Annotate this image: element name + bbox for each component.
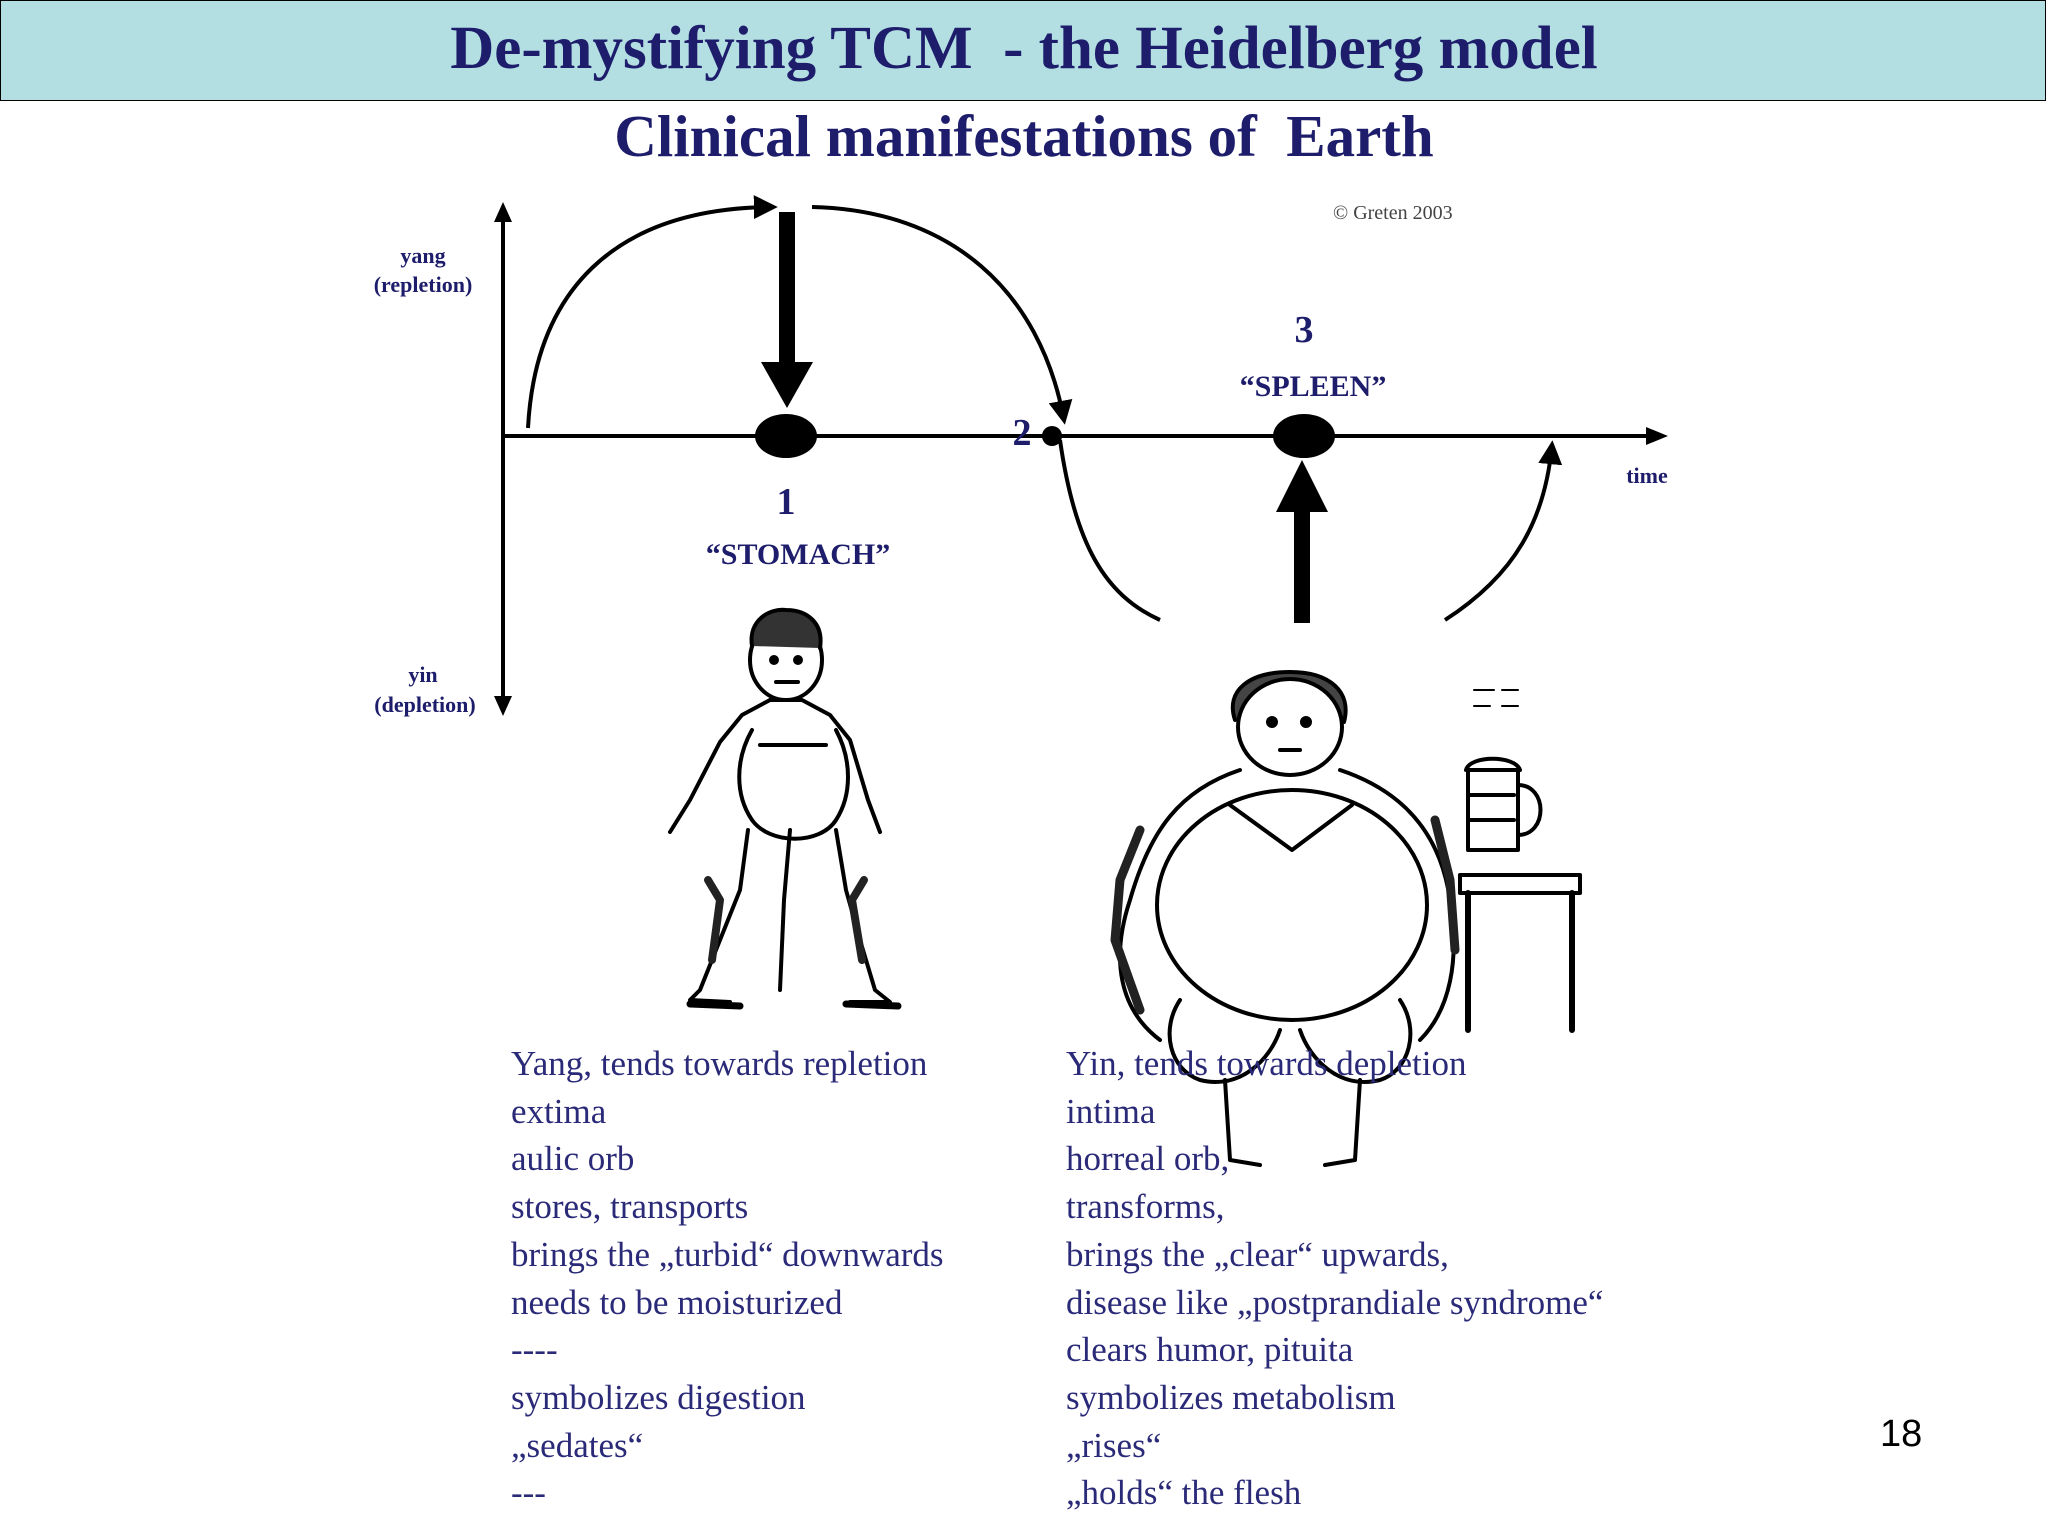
decline-arc bbox=[811, 205, 1073, 425]
stomach-line: needs to be moisturized bbox=[511, 1282, 843, 1322]
point-1-label: “STOMACH” bbox=[706, 538, 890, 571]
yang-label: yang bbox=[400, 243, 445, 268]
slide-title: De-mystifying TCM - the Heidelberg model bbox=[450, 15, 1598, 82]
spleen-arrow-shaft bbox=[1294, 508, 1310, 623]
yang-sub-label: (repletion) bbox=[374, 272, 473, 297]
spleen-arrow-head bbox=[1276, 460, 1328, 512]
point-2-marker bbox=[1042, 426, 1062, 446]
time-axis-arrowhead bbox=[1646, 427, 1668, 445]
page-number: 18 bbox=[1880, 1413, 1923, 1455]
stomach-line: ---- bbox=[511, 1330, 558, 1370]
yin-arc-right bbox=[1443, 440, 1563, 622]
spleen-characteristics-list: Yin, tends towards depletion intima horr… bbox=[1066, 1040, 1766, 1517]
spleen-line: horreal orb, bbox=[1066, 1139, 1230, 1179]
point-3-number: 3 bbox=[1295, 309, 1314, 351]
point-3-marker bbox=[1273, 414, 1335, 458]
spleen-line: Yin, tends towards depletion bbox=[1066, 1044, 1467, 1083]
stomach-characteristics-list: Yang, tends towards repletion extima aul… bbox=[511, 1040, 1031, 1517]
thin-man-illustration bbox=[668, 607, 902, 1010]
spleen-line: disease like „postprandiale syndrome“ bbox=[1066, 1282, 1604, 1322]
stomach-line: extima bbox=[511, 1091, 607, 1131]
point-1-marker bbox=[755, 414, 817, 458]
spleen-line: symbolizes metabolism bbox=[1066, 1377, 1396, 1417]
spleen-line: transforms, bbox=[1066, 1187, 1225, 1227]
stomach-line: stores, transports bbox=[511, 1187, 749, 1227]
stomach-line: Yang, tends towards repletion bbox=[511, 1044, 928, 1083]
stomach-line: symbolizes digestion bbox=[511, 1377, 806, 1417]
spleen-line: clears humor, pituita bbox=[1066, 1330, 1354, 1370]
yang-arc bbox=[526, 195, 778, 429]
spleen-line: intima bbox=[1066, 1091, 1156, 1131]
point-1-number: 1 bbox=[777, 481, 796, 523]
spleen-line: „holds“ the flesh bbox=[1066, 1473, 1302, 1513]
stomach-line: --- bbox=[511, 1473, 546, 1513]
spleen-line: brings the „clear“ upwards, bbox=[1066, 1234, 1449, 1274]
stomach-line: brings the „turbid“ downwards bbox=[511, 1234, 944, 1274]
time-label: time bbox=[1626, 463, 1668, 488]
yin-arc bbox=[1058, 439, 1161, 622]
y-axis-up-arrowhead bbox=[494, 202, 512, 222]
stomach-line: aulic orb bbox=[511, 1139, 635, 1179]
spleen-line: „rises“ bbox=[1066, 1425, 1162, 1465]
fat-man-illustration bbox=[1110, 670, 1582, 1167]
title-bar bbox=[0, 0, 2046, 101]
y-axis-down-arrowhead bbox=[494, 696, 512, 716]
point-3-label: “SPLEEN” bbox=[1240, 370, 1387, 403]
stomach-arrow-head bbox=[761, 362, 813, 408]
copyright-label: © Greten 2003 bbox=[1333, 202, 1453, 224]
stomach-line: „sedates“ bbox=[511, 1425, 644, 1465]
slide-subtitle: Clinical manifestations of Earth bbox=[614, 103, 1434, 169]
stomach-arrow-shaft bbox=[779, 212, 795, 370]
yin-label: yin bbox=[408, 662, 437, 687]
point-2-number: 2 bbox=[1013, 412, 1032, 454]
yin-sub-label: (depletion) bbox=[374, 692, 475, 717]
